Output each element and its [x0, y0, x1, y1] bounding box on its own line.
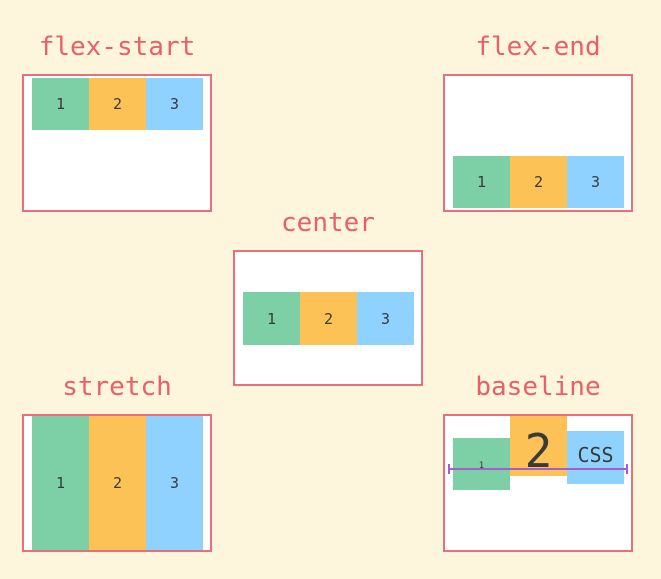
flex-end-item-3: 3	[567, 156, 624, 208]
flex-start-item-1: 1	[32, 78, 89, 130]
center-item-2: 2	[300, 292, 357, 345]
stretch-item-2: 2	[89, 416, 146, 550]
title-stretch: stretch	[62, 372, 172, 402]
flex-end-item-2: 2	[510, 156, 567, 208]
stretch-item-1: 1	[32, 416, 89, 550]
title-flex-start: flex-start	[38, 32, 196, 62]
title-flex-end: flex-end	[475, 32, 601, 62]
flex-start-item-2: 2	[89, 78, 146, 130]
center-item-3: 3	[357, 292, 414, 345]
baseline-indicator-right-tick	[626, 464, 628, 474]
panel-baseline: 1 2 CSS	[443, 414, 633, 552]
stretch-item-3: 3	[146, 416, 203, 550]
panel-flex-start: 1 2 3	[22, 74, 212, 212]
baseline-indicator-left-tick	[448, 464, 450, 474]
title-baseline: baseline	[475, 372, 601, 402]
panel-flex-end: 1 2 3	[443, 74, 633, 212]
panel-center: 1 2 3	[233, 250, 423, 386]
flex-end-item-1: 1	[453, 156, 510, 208]
baseline-item-3: CSS	[567, 431, 624, 484]
baseline-indicator-line	[449, 468, 627, 470]
baseline-item-1: 1	[453, 438, 510, 490]
baseline-item-2: 2	[510, 416, 567, 476]
center-item-1: 1	[243, 292, 300, 345]
title-center: center	[281, 208, 375, 238]
panel-stretch: 1 2 3	[22, 414, 212, 552]
flex-start-item-3: 3	[146, 78, 203, 130]
